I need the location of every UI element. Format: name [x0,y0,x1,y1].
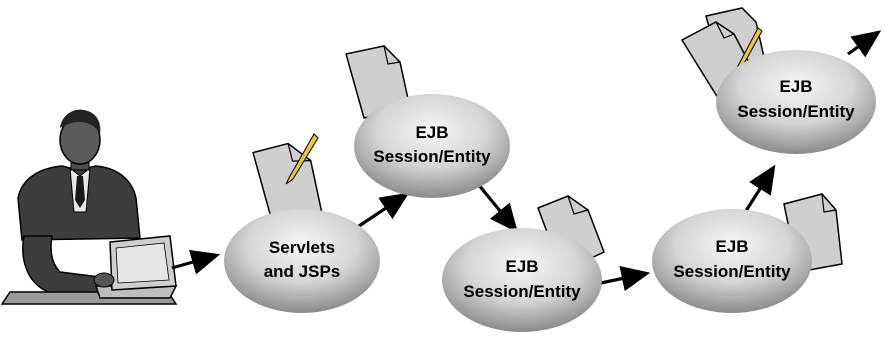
node-servlets: Servlets and JSPs [224,209,380,313]
node-label: EJB [715,237,748,256]
node-label: and JSPs [264,262,341,281]
node-ejb-2: EJB Session/Entity [442,228,602,332]
document-with-pencil-icon [252,133,324,228]
document-with-pencil-icon [680,7,767,99]
arrow-icon [847,30,882,58]
arrow-icon [742,164,776,215]
document-icon [345,45,411,119]
node-label: Session/Entity [737,102,855,121]
arrow-icon [355,192,410,230]
node-label: Session/Entity [463,282,581,301]
node-ejb-4: EJB Session/Entity [716,50,876,154]
user-with-laptop-icon [0,109,178,305]
arrow-icon [171,249,221,275]
node-ejb-1: EJB Session/Entity [354,94,510,198]
node-label: Session/Entity [673,262,791,281]
arrow-icon [476,182,519,233]
node-label: Session/Entity [373,147,491,166]
node-label: EJB [505,257,538,276]
node-label: EJB [415,123,448,142]
node-ejb-3: EJB Session/Entity [652,209,812,313]
arrow-icon [595,266,651,292]
node-label: Servlets [269,238,335,257]
flow-arrows [171,30,882,292]
node-label: EJB [779,77,812,96]
